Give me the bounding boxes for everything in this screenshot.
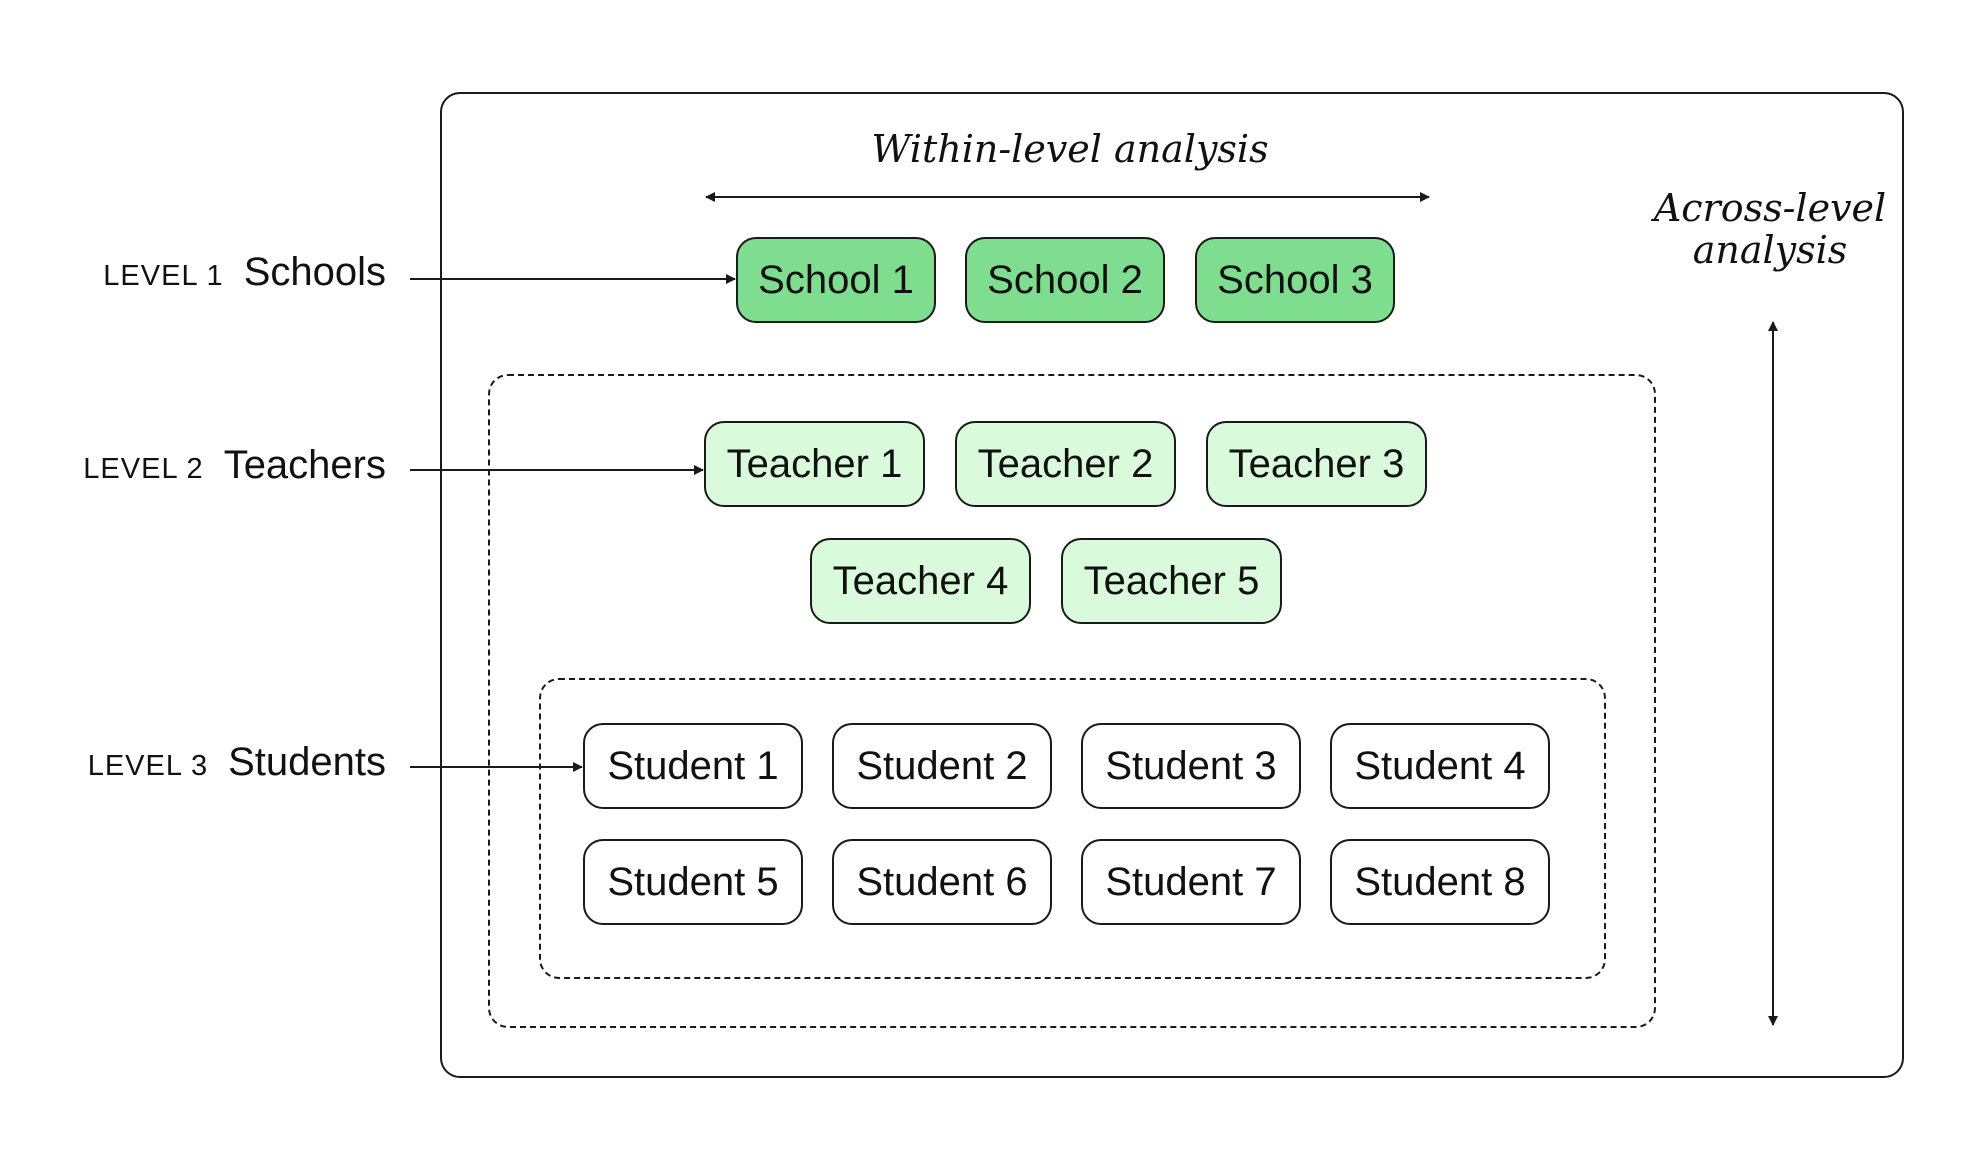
student-2-node: Student 2	[832, 723, 1052, 809]
student-1-node: Student 1	[583, 723, 803, 809]
teacher-2-node: Teacher 2	[955, 421, 1176, 507]
student-6-node: Student 6	[832, 839, 1052, 925]
level-2-name: Teachers	[223, 443, 386, 487]
level-3-tag: LEVEL 3	[87, 750, 209, 782]
students-group-frame	[539, 678, 1606, 979]
level-2-tag: LEVEL 2	[83, 453, 204, 485]
level-3-name: Students	[228, 740, 386, 784]
student-7-node: Student 7	[1081, 839, 1301, 925]
analysis-frame	[440, 92, 1904, 1078]
across-level-line-1: Across-level	[1653, 186, 1887, 230]
school-1-node: School 1	[736, 237, 936, 323]
level-3-label: LEVEL 3 Students	[66, 740, 386, 785]
teacher-5-node: Teacher 5	[1061, 538, 1282, 624]
across-level-analysis-label: Across-level analysis	[1620, 187, 1920, 271]
student-4-node: Student 4	[1330, 723, 1550, 809]
teacher-1-node: Teacher 1	[704, 421, 925, 507]
school-3-node: School 3	[1195, 237, 1395, 323]
school-2-node: School 2	[965, 237, 1165, 323]
student-8-node: Student 8	[1330, 839, 1550, 925]
level-1-label: LEVEL 1 Schools	[66, 250, 386, 295]
teachers-group-frame	[488, 374, 1656, 1028]
level-1-name: Schools	[243, 250, 386, 294]
across-level-line-2: analysis	[1692, 228, 1848, 272]
teacher-3-node: Teacher 3	[1206, 421, 1427, 507]
teacher-4-node: Teacher 4	[810, 538, 1031, 624]
student-5-node: Student 5	[583, 839, 803, 925]
level-1-tag: LEVEL 1	[103, 260, 224, 292]
level-2-label: LEVEL 2 Teachers	[66, 443, 386, 488]
within-level-analysis-label: Within-level analysis	[871, 127, 1269, 171]
student-3-node: Student 3	[1081, 723, 1301, 809]
